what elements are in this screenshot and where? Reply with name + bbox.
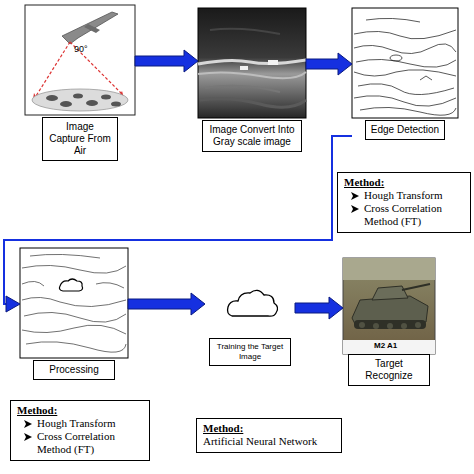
process-stage: Image Capture From Air xyxy=(25,5,135,161)
stage-caption: Training the Target Image xyxy=(213,342,287,362)
tank-photo xyxy=(343,258,435,354)
flow-arrow xyxy=(135,50,198,72)
method-text: Cross Correlation Method (FT) xyxy=(37,430,115,455)
method-box: Method:Artificial Neural Network xyxy=(196,418,342,453)
method-item: Hough Transform xyxy=(17,417,143,430)
caption-box: Image Convert Into Gray scale image xyxy=(202,120,302,152)
method-text: Hough Transform xyxy=(37,417,116,429)
angle-label: 90° xyxy=(74,44,88,54)
method-text: Cross Correlation Method (FT) xyxy=(364,202,442,227)
method-box: Method:Hough TransformCross Correlation … xyxy=(10,400,150,461)
caption-box: Edge Detection xyxy=(365,120,445,140)
target-outline xyxy=(228,290,278,316)
method-item: Cross Correlation Method (FT) xyxy=(344,202,464,228)
process-stage: Edge Detection xyxy=(352,8,458,140)
flow-arrow xyxy=(306,53,352,75)
method-item: Hough Transform xyxy=(344,189,464,202)
caption-box: Target Recognize xyxy=(348,354,430,386)
aircraft-illustration xyxy=(25,5,135,115)
edge-image xyxy=(352,8,458,118)
processing-image xyxy=(20,248,128,358)
bullet-arrow xyxy=(350,191,360,201)
stage-caption: Edge Detection xyxy=(370,124,440,136)
method-text: Hough Transform xyxy=(364,189,443,201)
method-heading: Method: xyxy=(17,404,143,417)
bullet-arrow xyxy=(23,432,33,442)
method-heading: Method: xyxy=(203,422,335,435)
process-stage: Training the Target Image xyxy=(205,278,295,366)
caption-box: Training the Target Image xyxy=(209,338,291,366)
caption-box: Image Capture From Air xyxy=(42,117,118,161)
stage-caption: Image Capture From Air xyxy=(47,121,113,157)
flow-arrow xyxy=(295,297,343,319)
method-box: Method:Hough TransformCross Correlation … xyxy=(337,172,471,233)
stage-caption: Image Convert Into Gray scale image xyxy=(207,124,297,148)
grayscale-photo xyxy=(198,8,306,118)
method-item: Artificial Neural Network xyxy=(203,435,335,448)
method-text: Artificial Neural Network xyxy=(203,435,317,447)
process-stage: Processing xyxy=(20,248,128,380)
flow-arrow xyxy=(128,293,205,315)
process-stage: Image Convert Into Gray scale image xyxy=(198,8,306,152)
photo-caption: M2 A1 xyxy=(374,341,397,350)
process-stage: Target Recognize xyxy=(343,258,435,386)
flow-arrow xyxy=(4,136,352,312)
stage-caption: Processing xyxy=(38,364,110,376)
bullet-arrow xyxy=(350,204,360,214)
bullet-arrow xyxy=(23,419,33,429)
stage-caption: Target Recognize xyxy=(353,358,425,382)
caption-box: Processing xyxy=(33,360,115,380)
method-heading: Method: xyxy=(344,176,464,189)
method-item: Cross Correlation Method (FT) xyxy=(17,430,143,456)
